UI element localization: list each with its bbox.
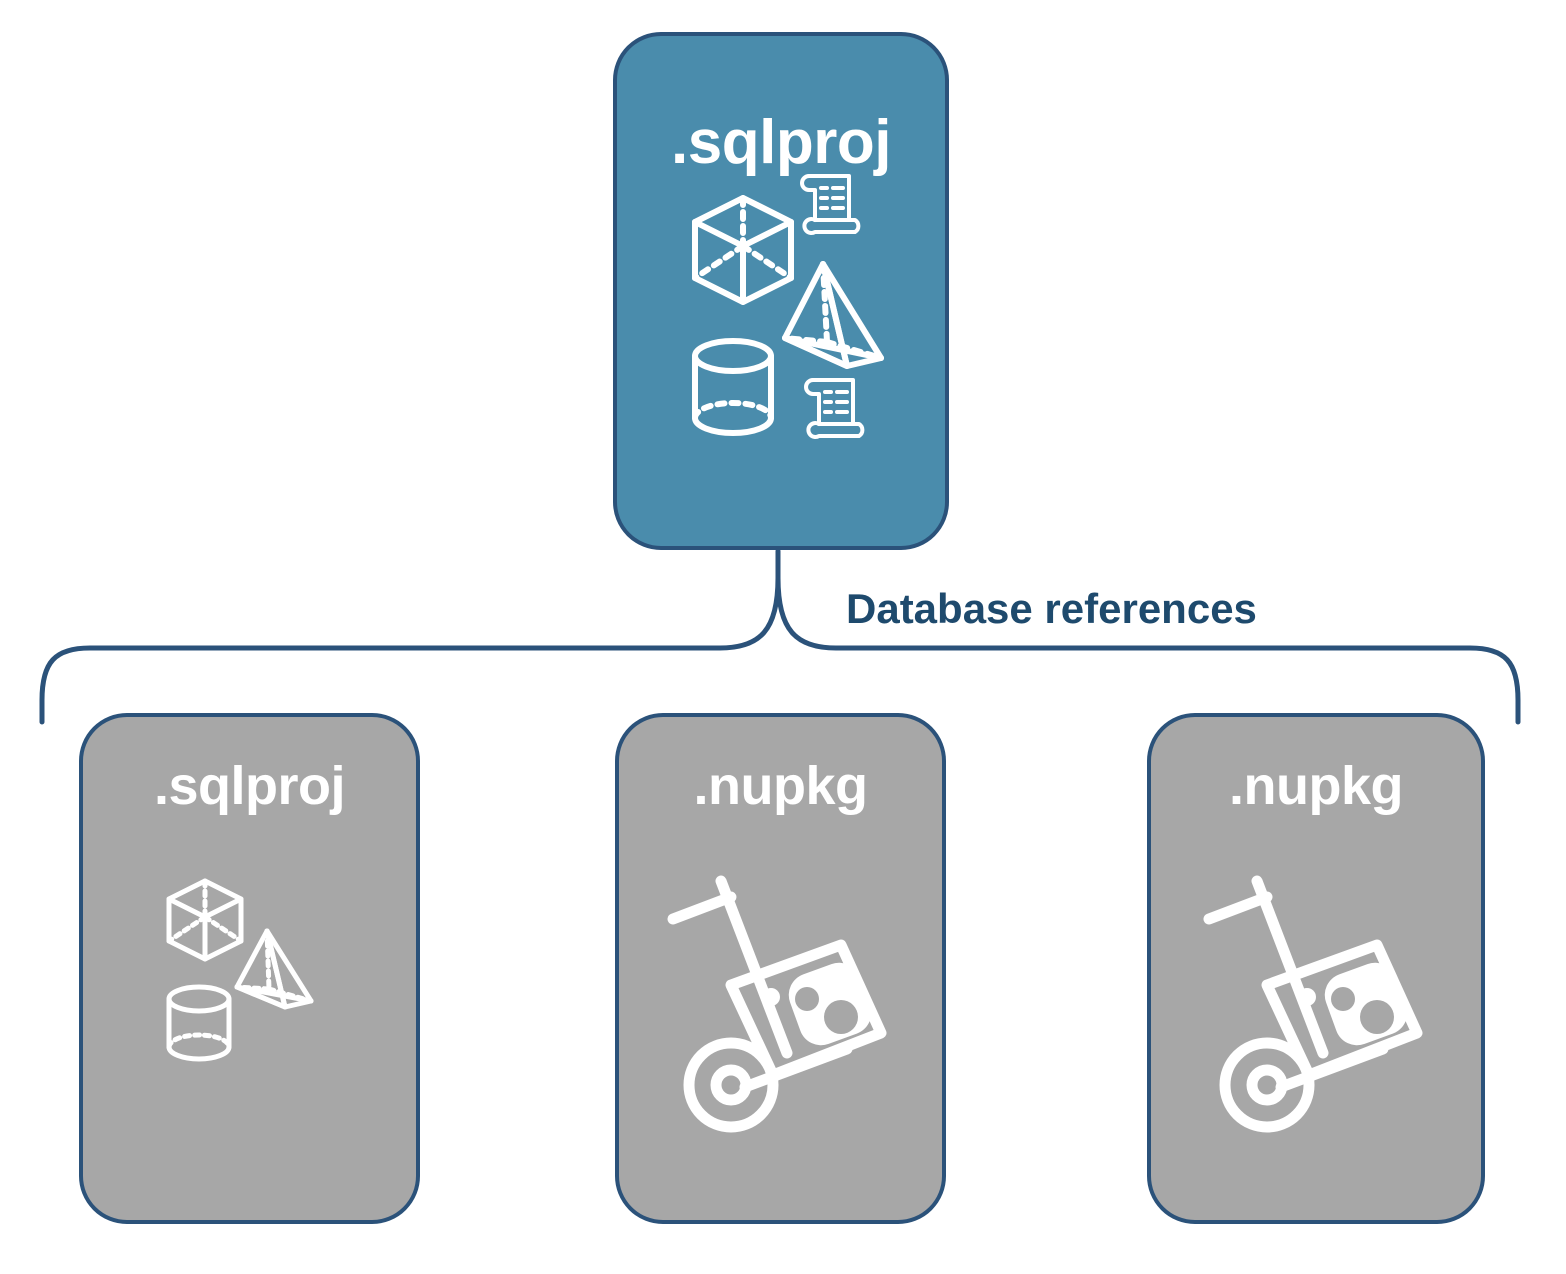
pyramid-icon: [782, 261, 884, 369]
node-title-ref-nupkg-2: .nupkg: [1229, 756, 1403, 816]
cube-icon: [692, 195, 794, 305]
shapes-cluster-root: [677, 166, 893, 456]
edge-label-database-references: Database references: [846, 585, 1257, 632]
cube-icon: [166, 878, 244, 962]
shapes-cluster-ref: [155, 857, 355, 1077]
node-ref-nupkg-1[interactable]: .nupkg: [615, 713, 946, 1224]
node-ref-nupkg-2[interactable]: .nupkg: [1147, 713, 1485, 1224]
node-title-root: .sqlproj: [671, 108, 891, 177]
script-scroll-icon-bottom: [797, 370, 869, 442]
node-root-sqlproj[interactable]: .sqlproj: [613, 32, 949, 550]
pyramid-icon: [234, 928, 314, 1010]
cylinder-icon: [166, 984, 232, 1062]
node-ref-sqlproj[interactable]: .sqlproj: [79, 713, 420, 1224]
node-title-ref-nupkg-1: .nupkg: [693, 756, 868, 816]
hand-truck-package-icon-2: [1191, 863, 1461, 1143]
cylinder-icon: [692, 338, 774, 436]
script-scroll-icon-top: [793, 166, 865, 238]
node-title-ref-sqlproj: .sqlproj: [153, 756, 346, 816]
hand-truck-package-icon-1: [655, 863, 925, 1143]
